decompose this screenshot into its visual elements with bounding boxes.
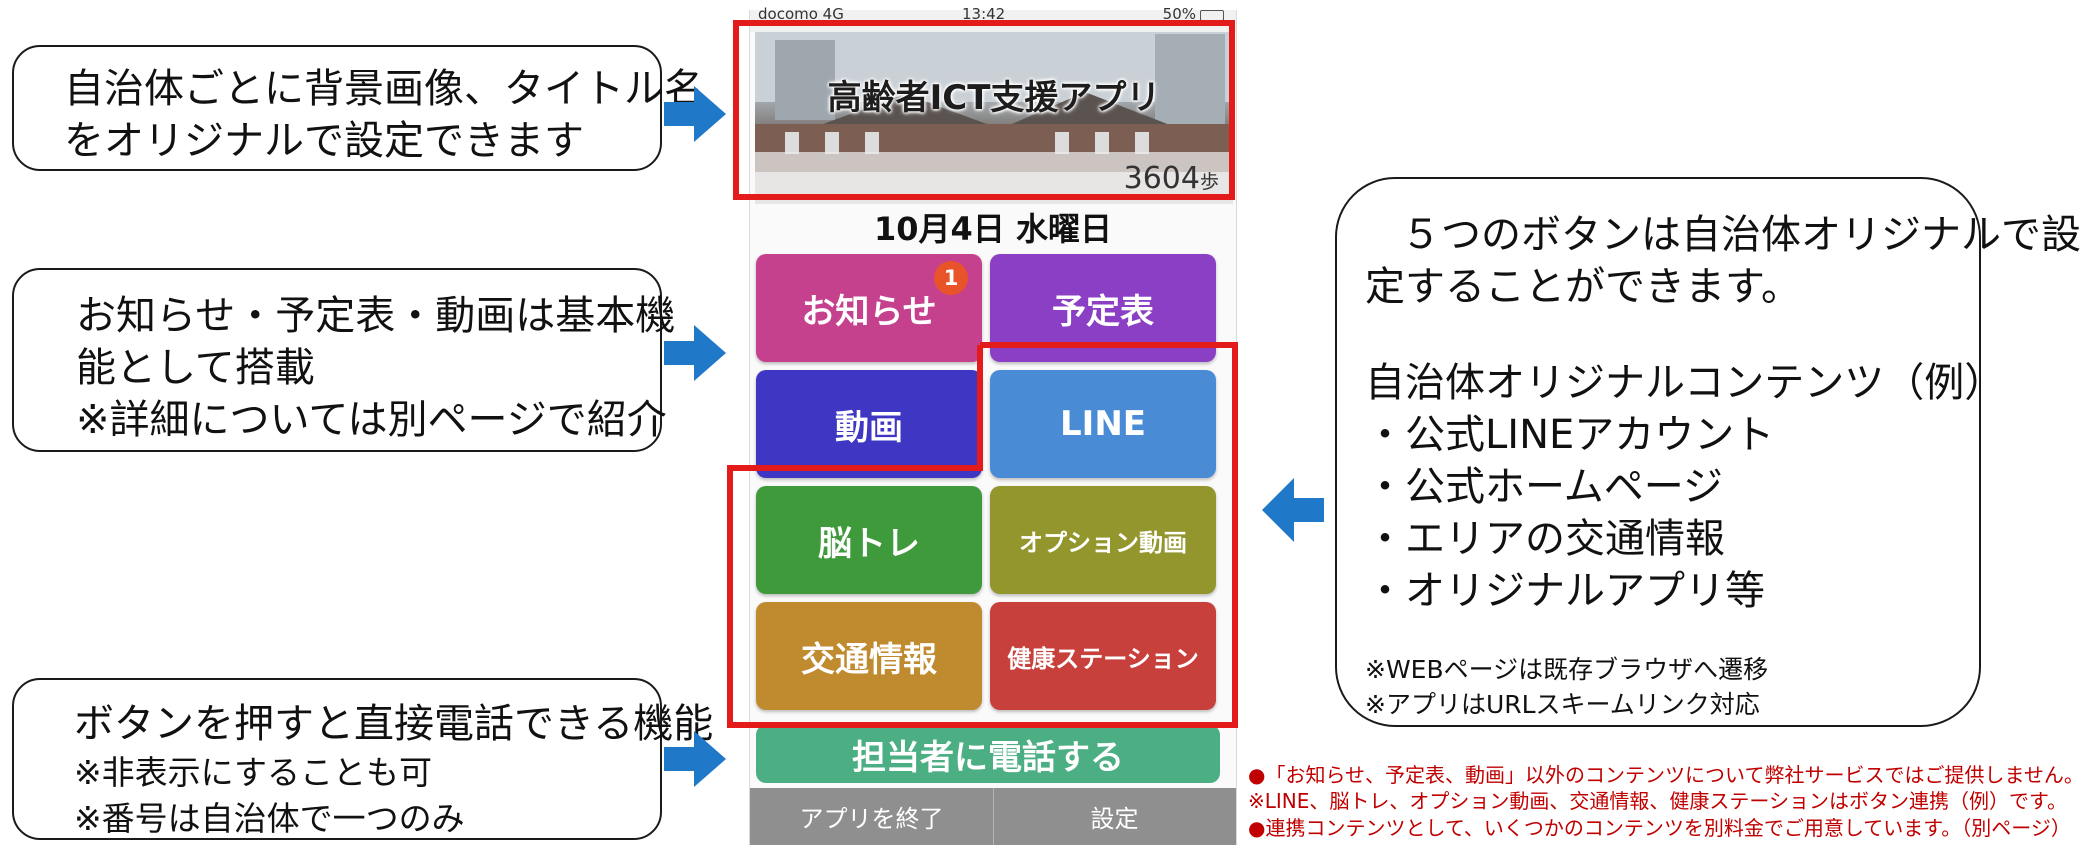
callout-text: ※番号は自治体で一つのみ (74, 798, 465, 838)
app-title: 高齢者ICT支援アプリ (827, 78, 1161, 118)
video-button[interactable]: 動画 (756, 370, 982, 478)
callout-text: ボタンを押すと直接電話できる機能 (74, 701, 714, 747)
footnote: ●連携コンテンツとして、いくつかのコンテンツを別料金でご用意しています。（別ペー… (1248, 815, 2071, 840)
option-video-button[interactable]: オプション動画 (990, 486, 1216, 594)
callout-text: ※詳細については別ページで紹介 (76, 397, 667, 443)
arrow-right-icon (664, 731, 726, 787)
callout-text: 自治体ごとに背景画像、タイトル名 (64, 66, 704, 112)
health-station-button[interactable]: 健康ステーション (990, 602, 1216, 710)
step-count-value: 3604 (1123, 161, 1200, 196)
button-label: 交通情報 (801, 639, 937, 680)
list-item: ・オリジナルアプリ等 (1365, 568, 1765, 614)
arrow-right-icon (664, 325, 726, 381)
header-background-image: 高齢者ICT支援アプリ 3604歩 (755, 32, 1233, 204)
button-label: 健康ステーション (1007, 644, 1199, 673)
footnote: ※LINE、脳トレ、オプション動画、交通情報、健康ステーションはボタン連携（例）… (1248, 789, 2067, 814)
traffic-info-button[interactable]: 交通情報 (756, 602, 982, 710)
button-label: 動画 (835, 407, 903, 448)
callout-custom-buttons: ５つのボタンは自治体オリジナルで設 定することができます。 自治体オリジナルコン… (1335, 177, 2081, 727)
clock-label: 13:42 (962, 5, 1006, 23)
highlight-header (733, 20, 1235, 200)
callout-text: ※非表示にすることも可 (74, 753, 432, 792)
step-count-unit: 歩 (1199, 171, 1219, 193)
button-label: 予定表 (1052, 291, 1154, 332)
settings-button[interactable]: 設定 (1090, 805, 1139, 833)
notice-button[interactable]: お知らせ 1 (756, 254, 982, 362)
arrow-right-icon (664, 86, 726, 142)
callout-text: 定することができます。 (1365, 264, 1801, 310)
step-count: 3604歩 (1124, 161, 1219, 196)
callout-heading: 自治体オリジナルコンテンツ（例） (1365, 360, 2005, 406)
spacer (1365, 617, 1949, 653)
button-label: オプション動画 (1019, 528, 1187, 557)
footnote: ●「お知らせ、予定表、動画」以外のコンテンツについて弊社サービスではご提供しませ… (1248, 763, 2084, 787)
brain-training-button[interactable]: 脳トレ (756, 486, 982, 594)
highlight-custom-buttons (727, 342, 1238, 728)
list-item: ・公式LINEアカウント (1365, 412, 1775, 458)
callout-header-customization: 自治体ごとに背景画像、タイトル名 をオリジナルで設定できます (12, 45, 704, 171)
phone-screen: docomo 4G 13:42 50% 高齢者ICT支援アプリ 3604歩 (749, 5, 1237, 845)
notification-badge: 1 (934, 261, 968, 295)
line-button[interactable]: LINE (990, 370, 1216, 478)
callout-note: ※WEBページは既存ブラウザへ遷移 (1365, 655, 1769, 684)
list-item: ・公式ホームページ (1365, 464, 1723, 510)
callout-text: をオリジナルで設定できます (64, 118, 584, 164)
callout-text: 能として搭載 (76, 345, 315, 391)
call-staff-button[interactable]: 担当者に電話する (756, 725, 1220, 783)
carrier-label: docomo 4G (758, 5, 844, 23)
spacer (1365, 313, 1949, 357)
arrow-left-icon (1262, 478, 1324, 542)
button-label: 脳トレ (818, 523, 920, 564)
callout-note: ※アプリはURLスキームリンク対応 (1365, 689, 1760, 719)
bottom-bar: アプリを終了 設定 (750, 788, 1236, 845)
callout-basic-features: お知らせ・予定表・動画は基本機 能として搭載 ※詳細については別ページで紹介 (12, 268, 676, 452)
footnotes: ●「お知らせ、予定表、動画」以外のコンテンツについて弊社サービスではご提供しませ… (1248, 762, 2084, 841)
list-item: ・エリアの交通情報 (1365, 516, 1725, 562)
exit-app-button[interactable]: アプリを終了 (799, 805, 944, 833)
battery-label: 50% (1162, 5, 1196, 23)
callout-text: ５つのボタンは自治体オリジナルで設 (1401, 212, 2081, 258)
bottom-bar-divider (993, 788, 994, 845)
button-label: お知らせ (801, 291, 937, 332)
callout-text: お知らせ・予定表・動画は基本機 (76, 293, 676, 339)
date-label: 10月4日 水曜日 (874, 210, 1112, 248)
callout-call-feature: ボタンを押すと直接電話できる機能 ※非表示にすることも可 ※番号は自治体で一つの… (12, 678, 714, 840)
button-label: LINE (1060, 404, 1146, 444)
